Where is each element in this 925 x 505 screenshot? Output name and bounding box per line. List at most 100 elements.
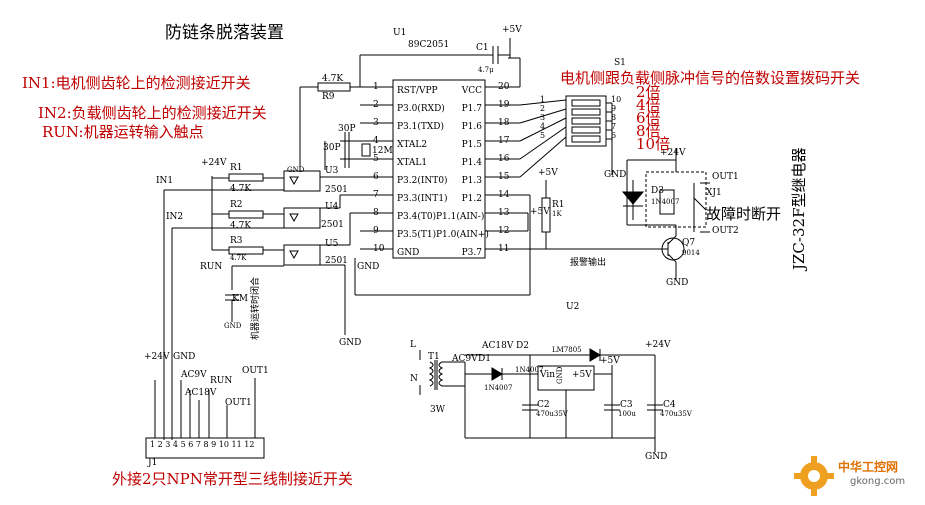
ic-pin-number: 11 xyxy=(498,244,510,254)
ic-pin-number: 12 xyxy=(498,226,510,236)
label-n: N xyxy=(410,374,418,384)
connector-pin: 10 xyxy=(218,440,229,449)
label-d2-value: 1N4007 xyxy=(515,366,544,374)
note-dip: 电机侧跟负载侧脉冲信号的倍数设置拨码开关 xyxy=(560,69,861,87)
label-conn-24v: +24V xyxy=(144,352,170,362)
ic-pin-name: VCC xyxy=(461,86,482,96)
multiplier-item: 8倍 xyxy=(636,122,661,140)
label-gnd-ic: GND xyxy=(357,262,380,272)
label-d1-value: 1N4007 xyxy=(484,384,513,392)
label-r2-value: 4.7K xyxy=(230,221,252,231)
label-r3-value: 4.7K xyxy=(230,254,247,262)
ic-pin-name: P1.0(AIN+) xyxy=(436,230,489,240)
ic-pin-number: 9 xyxy=(373,226,379,236)
ic-left-pin-names: RST/VPP P3.0(RXD) P3.1(TXD) XTAL2 XTAL1 … xyxy=(397,82,448,262)
label-conn-ac18v: AC18V xyxy=(185,388,217,398)
multiplier-item: 2倍 xyxy=(636,83,661,101)
ic-pin-number: 4 xyxy=(373,136,379,146)
label-r9-value: 4.7K xyxy=(322,74,344,84)
label-u2: U2 xyxy=(566,302,580,312)
label-gnd-run: GND xyxy=(224,322,242,330)
dip-pin-number: 5 xyxy=(540,131,546,140)
ic-pin-name: P1.4 xyxy=(461,158,482,168)
label-u3-part: 2501 xyxy=(325,185,348,195)
note-run: RUN:机器运转输入触点 xyxy=(42,123,204,141)
label-u4-part: 2501 xyxy=(321,220,344,230)
dip-pin-number: 8 xyxy=(611,113,617,122)
label-r2: R2 xyxy=(230,200,243,210)
label-plus5v-psu: +5V xyxy=(600,356,620,366)
ic-pin-name: P1.1(AIN-) xyxy=(436,212,485,222)
label-conn-gnd: GND xyxy=(173,352,196,362)
label-r3: R3 xyxy=(230,236,243,246)
ic-pin-number: 1 xyxy=(373,82,379,92)
dip-pin-number: 4 xyxy=(540,122,546,131)
label-xtal: 12M xyxy=(372,146,393,156)
label-vcc-5v: +5V xyxy=(502,25,522,35)
connector-j1-body xyxy=(145,437,265,459)
ic-pin-name: RST/VPP xyxy=(397,86,438,96)
label-conn-out1-a: OUT1 xyxy=(225,398,252,408)
ic-pin-name: XTAL1 xyxy=(397,158,428,168)
connector-pin: 3 xyxy=(165,440,171,449)
note-external: 外接2只NPN常开型三线制接近开关 xyxy=(112,470,353,488)
label-r9: R9 xyxy=(322,92,335,102)
label-u3: U3 xyxy=(325,166,339,176)
label-run-closed: 机器运转时闭合 xyxy=(251,276,261,340)
label-ac18v: AC18V xyxy=(482,341,514,351)
dip-pin-number: 1 xyxy=(540,95,546,104)
label-plus5v-ain: +5V xyxy=(530,207,550,217)
ic-part: 89C2051 xyxy=(408,40,450,50)
label-c1-value: 4.7μ xyxy=(478,66,494,74)
ic-pin-name: P3.5(T1) xyxy=(397,230,437,240)
ic-pin-number: 19 xyxy=(498,100,510,110)
note-fault-open: 故障时断开 xyxy=(706,205,782,223)
connector-pin: 12 xyxy=(244,440,255,449)
multiplier-list: 2倍 4倍 6倍 8倍 10倍 xyxy=(636,83,670,152)
label-d1: D1 xyxy=(478,354,491,364)
ic-pin-name: P1.6 xyxy=(461,122,482,132)
label-ac9v: AC9V xyxy=(452,354,478,364)
label-conn-out1-b: OUT1 xyxy=(242,366,269,376)
label-s1: S1 xyxy=(614,58,626,68)
label-gnd-dip: GND xyxy=(604,170,627,180)
dip-pin-number: 3 xyxy=(540,113,546,122)
dip-pin-number: 10 xyxy=(611,95,622,104)
ic-pin-number: 18 xyxy=(498,118,510,128)
dip-right-pin-numbers: 10 9 8 7 6 xyxy=(611,95,621,140)
label-regulator: LM7805 xyxy=(552,346,582,354)
watermark-name: 中华工控网 xyxy=(838,460,899,474)
ic-pin-name: XTAL2 xyxy=(397,140,428,150)
ic-pin-name: P3.3(INT1) xyxy=(397,194,448,204)
ic-pin-name: P3.7 xyxy=(461,248,482,258)
label-gnd-opto: GND xyxy=(339,338,362,348)
label-alarm-output: 报警输出 xyxy=(570,258,607,268)
ic-pin-number: 15 xyxy=(498,172,510,182)
label-reg-vout: +5V xyxy=(572,370,592,380)
label-conn-ac9v: AC9V xyxy=(181,370,207,380)
ic-pin-name: P3.0(RXD) xyxy=(397,104,445,114)
dip-pin-number: 2 xyxy=(540,104,546,113)
ic-pin-number: 20 xyxy=(498,82,510,92)
multiplier-item: 6倍 xyxy=(636,109,661,127)
label-km: KM xyxy=(232,294,248,304)
label-rk-value: 1K xyxy=(552,210,562,218)
ic-pin-name: P3.4(T0) xyxy=(397,212,437,222)
connector-pin: 1 xyxy=(150,440,156,449)
gear-icon xyxy=(794,456,834,496)
label-run: RUN xyxy=(200,262,223,272)
watermark-url: gkong.com xyxy=(850,476,906,487)
connector-pin: 5 xyxy=(180,440,186,449)
label-u5-part: 2501 xyxy=(325,256,348,266)
label-rk: R1 xyxy=(552,200,565,210)
label-c4: C4 xyxy=(663,400,676,410)
ic-ref: U1 xyxy=(393,28,407,38)
optocoupler-u5 xyxy=(283,244,321,266)
label-xj1: XJ1 xyxy=(706,188,722,198)
label-c4-value: 470u35V xyxy=(660,410,692,418)
label-c30-a: 30P xyxy=(338,124,356,134)
ic-pin-number: 2 xyxy=(373,100,379,110)
ic-right-pin-lines xyxy=(485,86,520,250)
label-u5: U5 xyxy=(325,239,339,249)
